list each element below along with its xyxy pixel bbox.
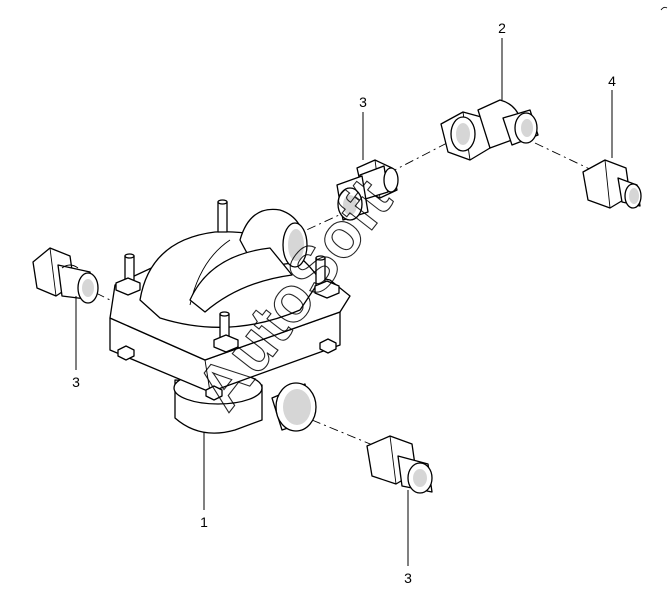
callout-valve-body: 1 <box>200 514 208 530</box>
valve-body <box>109 199 351 434</box>
callout-plug-lower: 3 <box>404 570 412 586</box>
plug-fitting-upper <box>336 159 399 221</box>
callout-straight-fitting: 4 <box>608 73 616 89</box>
corner-mark <box>660 6 668 11</box>
callout-elbow-fitting: 2 <box>498 20 506 36</box>
elbow-fitting <box>440 99 539 161</box>
leader-lines <box>75 38 613 566</box>
callout-plug-left: 3 <box>72 374 80 390</box>
plug-fitting-lower <box>366 435 433 494</box>
callout-plug-upper: 3 <box>359 94 367 110</box>
straight-fitting <box>582 159 642 209</box>
plug-fitting-left <box>32 247 99 304</box>
